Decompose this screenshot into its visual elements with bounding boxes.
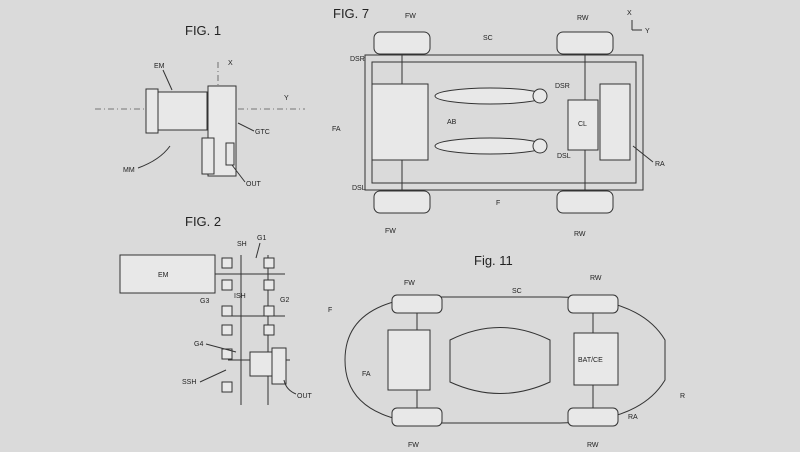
fig1-label-y: Y xyxy=(284,95,289,102)
fig7-label-y: Y xyxy=(645,28,650,35)
fig2-leader-out xyxy=(283,379,297,395)
fig1: FIG. 1 EM X Y GTC MM OUT xyxy=(95,23,305,188)
fig2-bearing xyxy=(221,324,233,336)
fig2-bearing xyxy=(221,279,233,291)
fig11-cabin xyxy=(449,327,551,394)
fig7-label-f: F xyxy=(496,200,500,207)
fig1-label-x: X xyxy=(228,60,233,67)
fig7-label-dsl-left: DSL xyxy=(352,185,366,192)
fig2-leader-ssh xyxy=(199,369,227,383)
fig2-leader-g4 xyxy=(205,343,237,353)
fig7-label-ra: RA xyxy=(655,161,665,168)
fig7-title: FIG. 7 xyxy=(333,6,369,21)
fig2-output-flange xyxy=(271,347,287,385)
fig1-output-flange xyxy=(225,142,235,166)
fig7-front-axle-unit xyxy=(371,83,429,161)
fig11: Fig. 11 FW SC RW F FA BAT/CE R RA FW RW xyxy=(328,253,685,449)
fig2-label-g3: G3 xyxy=(200,298,209,305)
fig7-label-cl: CL xyxy=(578,121,587,128)
fig7-label-dsl-right: DSL xyxy=(557,153,571,160)
fig2-label-g1: G1 xyxy=(257,235,266,242)
fig11-rear-wheel-top xyxy=(567,294,619,314)
fig7-front-wheel-bottom xyxy=(373,190,431,214)
fig7-occupant xyxy=(434,87,546,105)
fig1-label-em: EM xyxy=(154,63,165,70)
fig11-label-ra: RA xyxy=(628,414,638,421)
fig2-title: FIG. 2 xyxy=(185,214,221,229)
fig1-label-mm: MM xyxy=(123,167,135,174)
fig1-label-out: OUT xyxy=(246,181,262,188)
fig2-label-em: EM xyxy=(158,272,169,279)
fig11-label-bat: BAT/CE xyxy=(578,357,603,364)
fig2-bearing xyxy=(263,305,275,317)
fig2-label-g2: G2 xyxy=(280,297,289,304)
fig11-label-fw-top: FW xyxy=(404,280,415,287)
fig7-label-rw-top: RW xyxy=(577,15,589,22)
fig1-leader-mm xyxy=(137,145,171,169)
fig11-label-r: R xyxy=(680,393,685,400)
fig11-car-body xyxy=(344,296,666,424)
fig7-cl-box xyxy=(567,99,599,151)
fig1-lower-case xyxy=(201,137,215,175)
fig1-leader-em xyxy=(162,69,173,91)
fig1-label-gtc: GTC xyxy=(255,129,270,136)
fig2-bearing xyxy=(263,257,275,269)
fig2-bearing xyxy=(221,257,233,269)
fig7-label-x: X xyxy=(627,10,632,17)
fig11-title: Fig. 11 xyxy=(474,253,513,268)
fig11-front-axle-unit xyxy=(387,329,431,391)
fig2-label-g4: G4 xyxy=(194,341,203,348)
fig11-label-sc: SC xyxy=(512,288,522,295)
fig11-label-fw-bottom: FW xyxy=(408,442,419,449)
fig7-occupant xyxy=(434,137,546,155)
fig2-bearing xyxy=(263,279,275,291)
fig11-label-f: F xyxy=(328,307,332,314)
fig11-rear-wheel-bottom xyxy=(567,407,619,427)
fig7-label-rw-bottom: RW xyxy=(574,231,586,238)
fig7-chassis-outline xyxy=(364,54,644,191)
fig2-label-out: OUT xyxy=(297,393,313,400)
fig7: FIG. 7 FW SC RW X Y DSR FA AB DSR CL DSL… xyxy=(332,6,665,238)
fig1-motor-body xyxy=(151,91,208,131)
fig2: FIG. 2 EM SH G1 ISH G2 G3 G4 SSH OUT xyxy=(119,214,313,405)
fig2-label-sh: SH xyxy=(237,241,247,248)
fig7-front-wheel-top xyxy=(373,31,431,55)
fig1-motor-cap xyxy=(145,88,159,134)
fig7-occupant-head xyxy=(532,138,548,154)
fig11-label-rw-top: RW xyxy=(590,275,602,282)
fig2-bearing xyxy=(221,381,233,393)
fig11-label-rw-bottom: RW xyxy=(587,442,599,449)
fig7-occupant-head xyxy=(532,88,548,104)
fig11-battery xyxy=(573,332,619,386)
fig7-rear-wheel-top xyxy=(556,31,614,55)
fig2-bearing xyxy=(221,305,233,317)
fig1-leader-out xyxy=(231,164,246,183)
fig2-output-gear xyxy=(249,351,273,377)
fig7-rear-axle-unit xyxy=(599,83,631,161)
fig7-label-fw-top: FW xyxy=(405,13,416,20)
fig7-leader-ra xyxy=(632,145,654,163)
fig2-bearing xyxy=(221,348,233,360)
fig7-rear-wheel-bottom xyxy=(556,190,614,214)
fig7-label-sc: SC xyxy=(483,35,493,42)
fig7-label-dsr-left: DSR xyxy=(350,56,365,63)
fig2-label-ish: ISH xyxy=(234,293,246,300)
fig7-label-fw-bottom: FW xyxy=(385,228,396,235)
fig7-label-ab: AB xyxy=(447,119,457,126)
fig7-label-dsr-right: DSR xyxy=(555,83,570,90)
fig11-front-wheel-top xyxy=(391,294,443,314)
fig1-leader-gtc xyxy=(237,122,255,132)
fig2-leader-g1 xyxy=(255,242,261,259)
fig7-label-fa: FA xyxy=(332,126,341,133)
fig1-title: FIG. 1 xyxy=(185,23,221,38)
fig11-label-fa: FA xyxy=(362,371,371,378)
fig2-bearing xyxy=(263,324,275,336)
fig2-label-ssh: SSH xyxy=(182,379,196,386)
fig11-front-wheel-bottom xyxy=(391,407,443,427)
